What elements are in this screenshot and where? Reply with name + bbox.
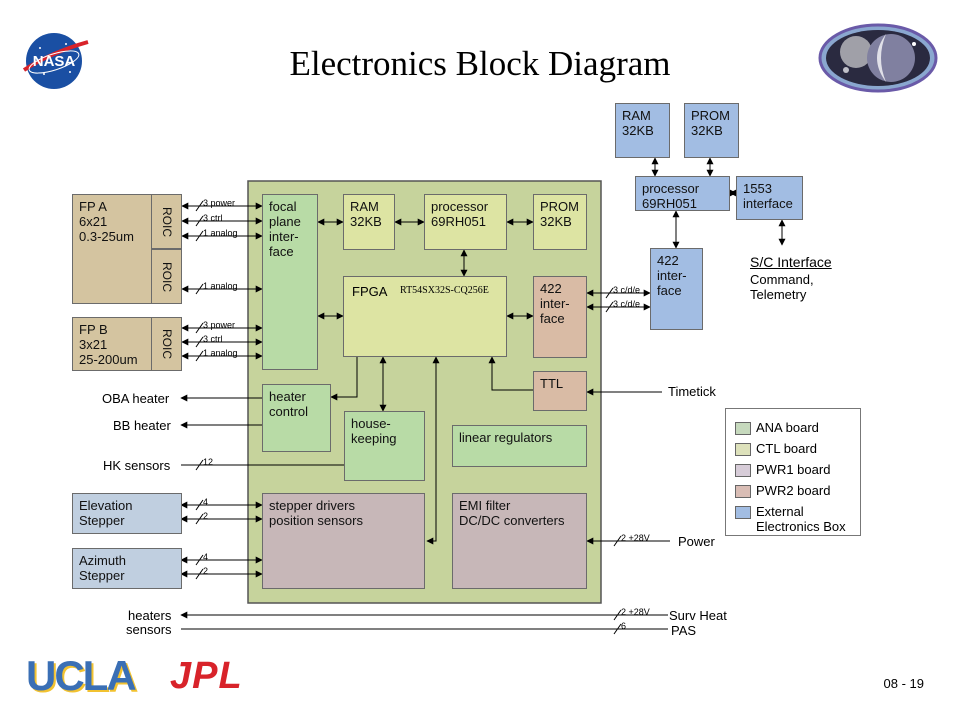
surv-heat-label: Surv Heat [669,608,727,623]
ucla-logo: UCLA [26,652,137,699]
legend-swatch [735,485,751,498]
legend-label: PWR2 board [756,483,831,498]
signal-azim-4: 4 [203,552,209,562]
signal-pas-6: 6 [621,621,627,631]
signal-cde-2: 3 c/d/e [613,299,641,309]
emi-filter: EMI filter DC/DC converters [452,493,587,589]
signal-azim-2: 2 [203,566,209,576]
mission-logo [818,23,938,93]
fp-a-roic-2 [151,249,182,304]
fp-b-block: FP B 3x21 25-200um [72,317,152,371]
pas-label: PAS [671,623,697,638]
bb-heater-label: BB heater [113,418,171,433]
signal-fpa-analog1: 1 analog [203,228,238,238]
signal-hk-12: 12 [203,457,214,467]
legend-swatch [735,443,751,456]
nasa-logo: NASA [22,33,89,89]
processor-external: processor 69RH051 [635,176,730,211]
signal-cde-1: 3 c/d/e [613,285,641,295]
ram-external: RAM 32KB [615,103,670,158]
fp-a-block: FP A 6x21 0.3-25um [72,194,152,304]
if422-external: 422 inter- face [650,248,703,330]
fp-b-roic-label: ROIC [160,329,174,359]
slide-number: 08 - 19 [883,676,924,691]
signal-fpb-power: 3 power [203,320,236,330]
signal-elev-4: 4 [203,497,209,507]
fp-a-roic-1 [151,194,182,249]
if422-inner: 422 inter- face [533,276,587,358]
legend-swatch [735,422,751,435]
legend-label: CTL board [756,441,817,456]
legend-label: PWR1 board [756,462,831,477]
legend-label: External Electronics Box [756,504,846,534]
fpga-block [343,276,507,357]
power-label: Power [678,534,715,549]
sc-interface-title: S/C Interface [750,254,832,270]
ram-inner: RAM 32KB [343,194,395,250]
oba-heater-label: OBA heater [102,391,170,406]
fp-a-roic-2-label: ROIC [160,262,174,292]
jpl-logo: JPL [170,655,243,697]
signal-elev-2: 2 [203,511,209,521]
signal-fpb-ctrl: 3 ctrl [203,334,223,344]
signal-fpa-ctrl: 3 ctrl [203,213,223,223]
signal-surv-28v: 2 +28V [621,607,650,617]
elevation-stepper: Elevation Stepper [72,493,182,534]
azimuth-stepper: Azimuth Stepper [72,548,182,589]
sensors-label: sensors [126,622,172,637]
fp-a-roic-1-label: ROIC [160,207,174,237]
heater-control: heater control [262,384,331,452]
prom-external: PROM 32KB [684,103,739,158]
heaters-label: heaters [128,608,172,623]
page-title: Electronics Block Diagram [289,44,671,83]
housekeeping: house- keeping [344,411,425,481]
fp-b-roic [151,317,182,371]
legend-label: ANA board [756,420,819,435]
prom-inner: PROM 32KB [533,194,587,250]
hk-sensors-label: HK sensors [103,458,171,473]
fpga-part-number: RT54SX32S-CQ256E [400,285,489,296]
linear-regulators: linear regulators [452,425,587,467]
fpga-label: FPGA [352,284,388,299]
legend-swatch [735,464,751,477]
signal-fpb-analog: 1 analog [203,348,238,358]
processor-inner: processor 69RH051 [424,194,507,250]
legend-swatch [735,506,751,519]
signal-fpa-analog2: 1 analog [203,281,238,291]
ttl-block: TTL [533,371,587,411]
nasa-wordmark: NASA [33,53,76,70]
focal-plane-interface: focal plane inter- face [262,194,318,370]
sc-interface-detail: Command, Telemetry [750,272,814,302]
stepper-drivers: stepper drivers position sensors [262,493,425,589]
interface-1553: 1553 interface [736,176,803,220]
signal-power-28v: 2 +28V [621,533,650,543]
signal-fpa-power: 3 power [203,198,236,208]
timetick-label: Timetick [668,384,716,399]
